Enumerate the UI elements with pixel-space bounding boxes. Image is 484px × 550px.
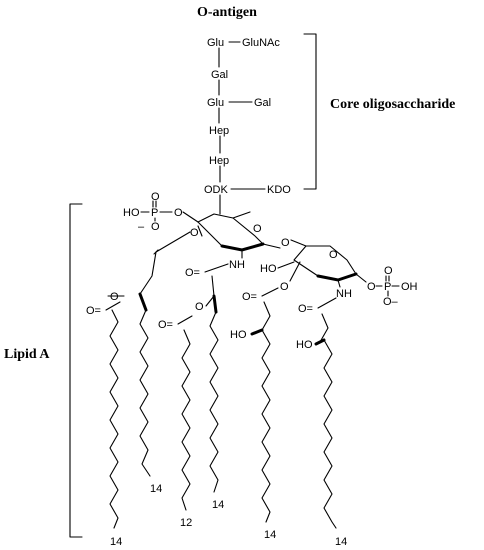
chain-e-carbonyl: O= bbox=[242, 291, 257, 303]
acyl-chain-f: O= HO 14 bbox=[296, 297, 347, 548]
phos2-double-bond bbox=[385, 275, 390, 282]
o-antigen-label: O-antigen bbox=[197, 5, 257, 20]
lipid-a-bracket bbox=[69, 203, 83, 538]
phos2-p: P bbox=[384, 281, 391, 293]
phosphate-group-lower: O P O OH O– bbox=[367, 265, 418, 308]
phos1-p: P bbox=[151, 207, 158, 219]
bond-phos2 bbox=[355, 273, 367, 283]
sugar-gal-2: Gal bbox=[254, 97, 271, 109]
chain-a-zigzag bbox=[109, 309, 119, 529]
sugar-hep-2: Hep bbox=[209, 155, 229, 167]
chain-e-ho: HO bbox=[230, 329, 247, 341]
distal-glucosamine-ring: O O NH O bbox=[190, 211, 307, 271]
chain-d-length: 14 bbox=[212, 499, 224, 511]
acyl-chain-e: O= HO 14 bbox=[230, 287, 279, 541]
chain-d-zigzag bbox=[209, 311, 219, 493]
bond-6-oh bbox=[232, 211, 251, 219]
chain-c-co bbox=[177, 315, 193, 325]
chain-b-wedge bbox=[138, 292, 148, 312]
chain-d-link bbox=[205, 275, 215, 307]
amide-nh-2: NH bbox=[336, 288, 352, 300]
distal-ring-oxygen: O bbox=[253, 223, 262, 235]
core-bracket bbox=[303, 33, 317, 190]
chain-a-ester-bond bbox=[155, 231, 191, 253]
distal-ring-wedge bbox=[220, 242, 265, 252]
chain-f-length: 14 bbox=[335, 536, 347, 548]
bond-ester-1 bbox=[197, 225, 203, 237]
core-oligosaccharide-label: Core oligosaccharide bbox=[330, 97, 455, 112]
bond-ho bbox=[277, 261, 295, 269]
phos1-o-right: O bbox=[174, 207, 183, 219]
reducing-ring-oxygen: O bbox=[329, 249, 338, 261]
glycosidic-bond-2 bbox=[290, 239, 307, 247]
reducing-ring-outline bbox=[293, 245, 357, 281]
phos1-o-minus: – bbox=[138, 221, 145, 233]
chain-d-carbonyl: O= bbox=[185, 267, 200, 279]
acyl-chain-c: O O= 12 bbox=[158, 301, 204, 529]
chain-a-length: 14 bbox=[110, 536, 122, 548]
chain-e-wedge bbox=[250, 328, 264, 336]
chain-c-carbonyl: O= bbox=[158, 319, 173, 331]
phosphate-group-upper: O P HO O – O bbox=[123, 191, 199, 233]
chain-f-amide bbox=[317, 297, 337, 309]
chain-e-length: 14 bbox=[264, 529, 276, 541]
sugar-kdo: KDO bbox=[267, 184, 291, 196]
reducing-ring-wedge bbox=[316, 272, 358, 282]
phos1-o-top: O bbox=[151, 191, 160, 203]
ester-o-1: O bbox=[190, 227, 199, 239]
sugar-glu-1: Glu bbox=[207, 37, 224, 49]
chain-e-ester bbox=[261, 287, 279, 297]
ring-ho: HO bbox=[260, 263, 277, 275]
chain-a-ester-o: O bbox=[110, 291, 119, 303]
phos2-o-minus: O– bbox=[383, 296, 399, 308]
sugar-glunac: GluNAc bbox=[242, 37, 280, 49]
phos1-o-bottom: O bbox=[151, 221, 160, 233]
chain-b-length: 14 bbox=[150, 483, 162, 495]
phos2-oh: OH bbox=[401, 281, 418, 293]
chain-c-zigzag bbox=[181, 329, 191, 511]
chain-a-link bbox=[139, 251, 157, 295]
chain-b-zigzag bbox=[139, 309, 151, 477]
sugar-hep-1: Hep bbox=[209, 125, 229, 137]
sugar-odk: ODK bbox=[204, 184, 229, 196]
chain-d-wedge bbox=[212, 294, 218, 314]
phos1-bonds bbox=[140, 211, 173, 222]
chain-c-ester-o: O bbox=[195, 301, 204, 313]
chain-a-carbonyl: O= bbox=[86, 305, 101, 317]
chain-e-link bbox=[261, 301, 271, 331]
amide-nh-1: NH bbox=[229, 259, 245, 271]
glycosidic-bond-1 bbox=[262, 243, 281, 249]
sugar-glu-2: Glu bbox=[207, 97, 224, 109]
glycosidic-o: O bbox=[281, 237, 290, 249]
phos2-bonds bbox=[375, 285, 400, 297]
bond-nh-2 bbox=[337, 279, 341, 288]
chain-a-co bbox=[105, 301, 121, 311]
sugar-gal-1: Gal bbox=[211, 69, 228, 81]
chain-e-zigzag bbox=[261, 329, 271, 523]
chain-c-length: 12 bbox=[180, 517, 192, 529]
phos2-o-left: O bbox=[367, 281, 376, 293]
core-sugar-chain: Glu GluNAc Gal Glu Gal Hep Hep ODK KDO bbox=[204, 37, 291, 215]
chain-f-wedge bbox=[314, 338, 326, 346]
acyl-chain-d: O= 14 bbox=[185, 263, 229, 511]
lipid-a-label: Lipid A bbox=[4, 347, 50, 362]
acyl-chain-b: 14 bbox=[138, 292, 162, 495]
reducing-glucosamine-ring: O HO O NH bbox=[260, 245, 367, 300]
bond-ester-2 bbox=[289, 261, 301, 282]
chain-f-link bbox=[319, 313, 329, 343]
chain-f-carbonyl: O= bbox=[298, 303, 313, 315]
chain-d-amide-bond bbox=[204, 263, 229, 273]
acyl-chain-a: O O= 14 bbox=[86, 231, 191, 548]
ester-o-2: O bbox=[280, 281, 289, 293]
chain-f-zigzag bbox=[323, 339, 337, 529]
phos1-ring-bond bbox=[182, 211, 199, 223]
phos1-double-bond bbox=[152, 200, 157, 208]
phos2-o-top: O bbox=[384, 265, 393, 277]
chain-f-ho: HO bbox=[296, 339, 313, 351]
phos1-ho: HO bbox=[123, 207, 140, 219]
